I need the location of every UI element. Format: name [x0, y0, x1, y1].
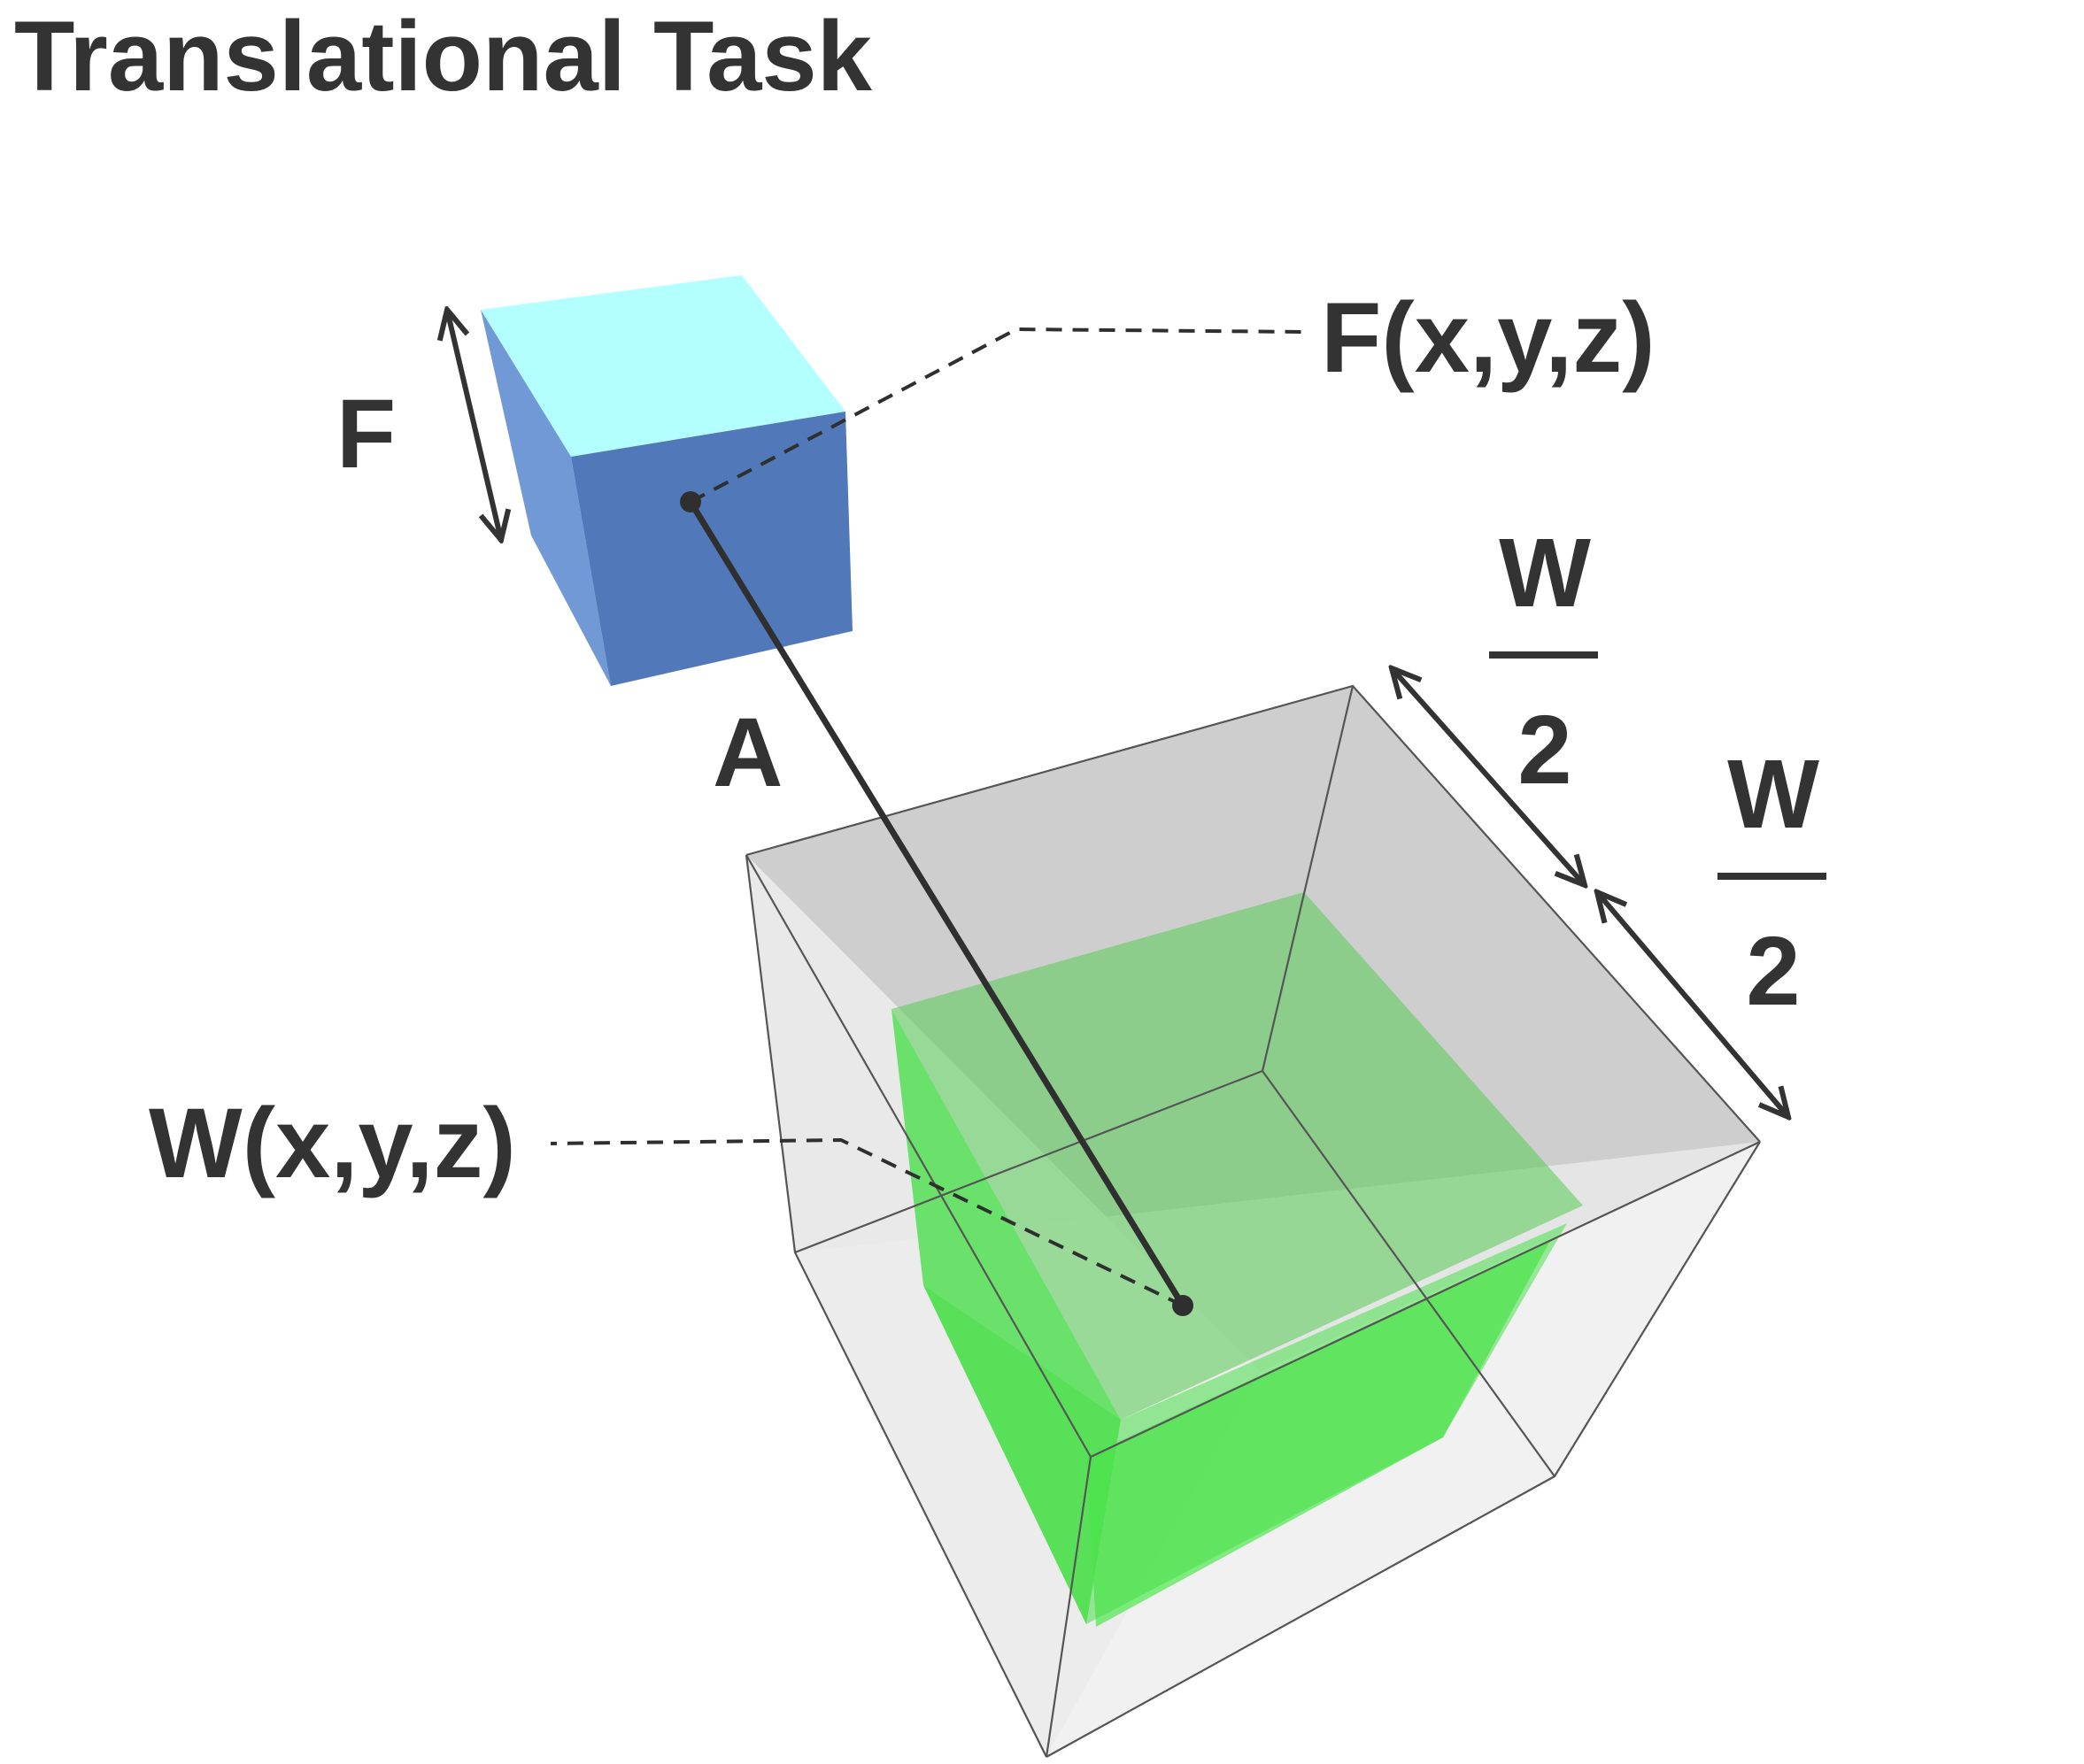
target-position-leader: [550, 1137, 1184, 1307]
target-zone-bottom: [923, 1223, 1567, 1624]
half-width-2-numerator: W: [1727, 740, 1819, 849]
half-width-2-denominator: 2: [1746, 917, 1800, 1026]
half-width-label-1: W 2: [1489, 519, 1598, 805]
target-zone-top: [891, 892, 1583, 1420]
box-edge-right: [1046, 1141, 1761, 1758]
half-width-label-2: W 2: [1717, 740, 1826, 1026]
cube-position-label: F(x,y,z): [1321, 282, 1656, 393]
half-width-arrow-2: [1597, 892, 1788, 1117]
box-edge-inner-1: [1261, 685, 1355, 1072]
box-edge-left: [745, 854, 1047, 1758]
box-edge-inner-2: [794, 1069, 1263, 1254]
cursor-cube: [481, 275, 853, 686]
cube-front-face: [571, 412, 853, 686]
distance-label: A: [713, 698, 783, 807]
box-edge-diag: [745, 854, 1092, 1458]
distance-line: [688, 500, 1185, 1307]
box-edge-mid: [1090, 1141, 1761, 1458]
workspace-box: [745, 684, 1761, 1758]
half-width-1-denominator: 2: [1517, 696, 1571, 805]
target-zone-cube: [891, 892, 1583, 1627]
cube-size-label: F: [336, 380, 396, 489]
cube-size-arrow: [447, 310, 501, 540]
half-width-arrow-1: [1392, 668, 1585, 885]
cube-top-face: [481, 275, 845, 457]
half-width-1-numerator: W: [1499, 519, 1591, 628]
cube-side-face: [481, 310, 611, 686]
cube-position-leader: [690, 327, 1304, 504]
target-position-label: W(x,y,z): [149, 1088, 516, 1198]
box-edge-front: [1045, 1456, 1092, 1758]
page-title: Translational Task: [14, 1, 873, 112]
box-edge-inner-3: [1262, 1070, 1555, 1477]
